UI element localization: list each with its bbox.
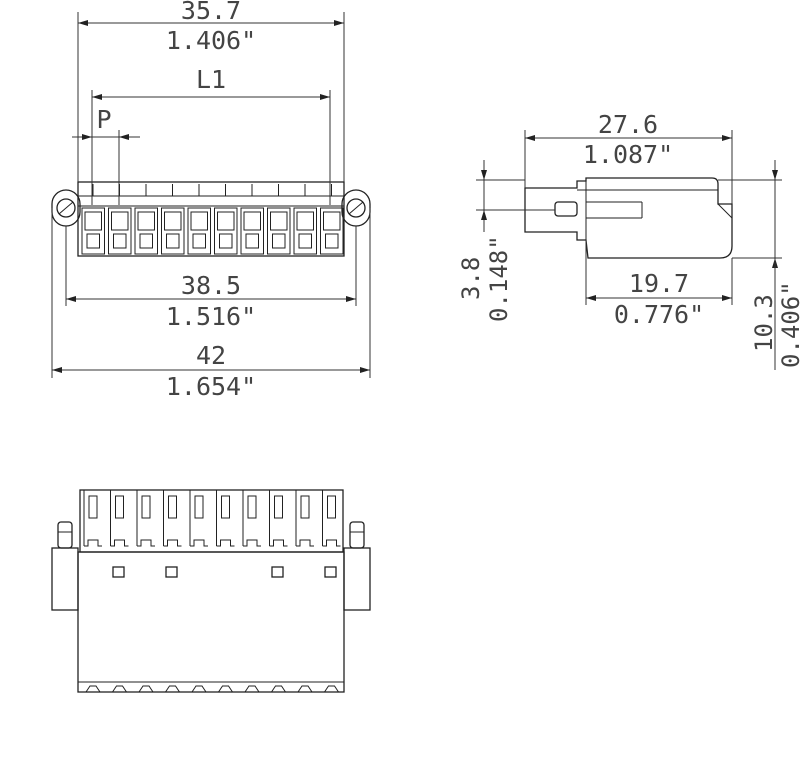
rib [189, 490, 208, 547]
dim-10-3-inch: 0.406" [777, 281, 800, 368]
dim-10-3-mm: 10.3 [750, 294, 778, 352]
front-view [51, 181, 371, 257]
dim-42-mm: 42 [196, 341, 226, 370]
latch-window [324, 566, 337, 578]
top-body [77, 551, 345, 693]
dim-19-7-mm: 19.7 [629, 269, 689, 298]
right-screw-head-icon [349, 521, 365, 549]
latch-window [165, 566, 178, 578]
dim-27-6-mm: 27.6 [598, 110, 658, 139]
tooth [271, 685, 286, 693]
pole-opening [214, 184, 238, 255]
pole-opening [108, 184, 132, 255]
tooth [244, 685, 260, 693]
side-view [524, 177, 733, 259]
latch-windows [112, 566, 337, 578]
dim-35-7: 35.7 1.406" [77, 0, 345, 182]
side-latch [554, 201, 578, 217]
tooth [191, 685, 207, 693]
rib [136, 490, 155, 547]
tooth [324, 685, 339, 693]
rib [163, 490, 182, 547]
tooth [138, 685, 154, 693]
latch-window [271, 566, 284, 578]
right-screw-icon [346, 198, 366, 218]
left-screw-icon [56, 198, 76, 218]
pole-openings [81, 184, 344, 255]
dim-19-7-inch: 0.776" [614, 300, 704, 329]
tooth [297, 685, 313, 693]
rib [269, 490, 288, 547]
rib [295, 490, 314, 547]
dim-3-8-inch: 0.148" [485, 235, 513, 322]
pole-opening [161, 184, 185, 255]
pole-opening [187, 184, 211, 255]
dim-19-7: 19.7 0.776" [585, 240, 733, 329]
dim-3-8: 3.8 0.148" [457, 160, 555, 322]
rib [216, 490, 235, 547]
dim-27-6-inch: 1.087" [583, 140, 673, 169]
dim-35-7-mm: 35.7 [181, 0, 241, 25]
pole-opening [81, 184, 105, 255]
pole-opening [320, 184, 344, 255]
pole-opening [293, 184, 317, 255]
pole-opening [240, 184, 264, 255]
dim-3-8-mm: 3.8 [457, 257, 485, 300]
dim-38-5-mm: 38.5 [181, 271, 241, 300]
bottom-teeth [85, 685, 339, 693]
rib [110, 490, 129, 547]
dim-38-5-inch: 1.516" [166, 302, 256, 331]
dim-l1: L1 [91, 65, 331, 205]
right-ear [343, 547, 371, 611]
rib [322, 490, 341, 547]
dim-42: 42 1.654" [51, 208, 371, 401]
top-ribs [83, 490, 341, 547]
rib [242, 490, 261, 547]
pole-opening [134, 184, 158, 255]
left-ear [51, 547, 79, 611]
tooth [165, 685, 180, 693]
dim-27-6: 27.6 1.087" [524, 110, 733, 204]
tooth [85, 685, 101, 693]
tooth [218, 685, 233, 693]
dim-10-3: 10.3 0.406" [718, 160, 800, 370]
latch-window [112, 566, 125, 578]
pole-opening [267, 184, 291, 255]
connector-body [77, 181, 345, 257]
dim-pitch: P [72, 105, 140, 205]
dim-42-inch: 1.654" [166, 372, 256, 401]
top-ribs-frame [79, 489, 344, 553]
tooth [112, 685, 127, 693]
top-view [51, 489, 371, 693]
dim-pitch-label: P [96, 105, 111, 134]
rib [83, 490, 102, 547]
dim-l1-label: L1 [196, 65, 226, 94]
dim-38-5: 38.5 1.516" [65, 226, 357, 331]
dim-35-7-inch: 1.406" [166, 26, 256, 55]
left-screw-head-icon [57, 521, 73, 549]
